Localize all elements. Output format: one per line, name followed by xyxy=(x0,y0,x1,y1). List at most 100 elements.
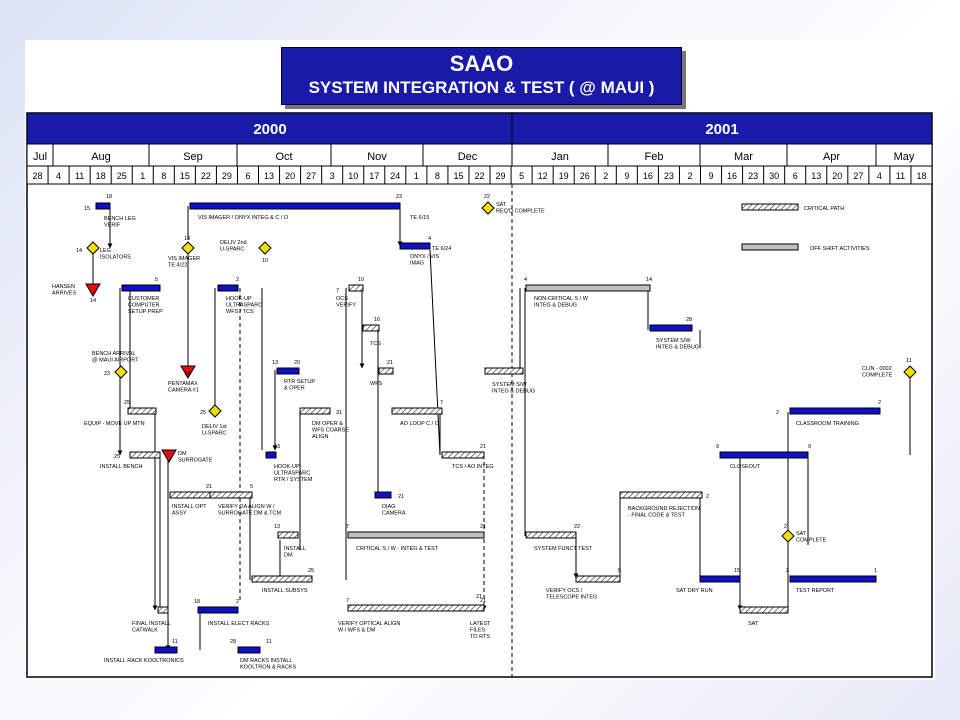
week-label: 13 xyxy=(264,171,274,181)
bar-install-subsys xyxy=(251,575,313,583)
svg-text:4: 4 xyxy=(428,236,431,242)
svg-text:22: 22 xyxy=(484,194,490,200)
svg-text:7: 7 xyxy=(336,288,339,294)
svg-text:21: 21 xyxy=(206,484,212,490)
svg-text:11: 11 xyxy=(266,639,272,645)
week-label: 13 xyxy=(811,171,821,181)
svg-text:11: 11 xyxy=(906,358,912,364)
week-label: 23 xyxy=(748,171,758,181)
svg-text:25: 25 xyxy=(114,454,120,460)
title-banner: SAAO SYSTEM INTEGRATION & TEST ( @ MAUI … xyxy=(281,47,682,105)
svg-text:23: 23 xyxy=(396,194,402,200)
bar-onyx-vis xyxy=(399,242,431,250)
bar-hook-up-rtr xyxy=(265,451,277,459)
title-sub: SYSTEM INTEGRATION & TEST ( @ MAUI ) xyxy=(308,78,655,97)
svg-text:20: 20 xyxy=(294,360,300,366)
week-label: 29 xyxy=(496,171,506,181)
milestone-bench-arrival xyxy=(114,365,128,379)
milestone-sat-rev xyxy=(481,201,495,215)
week-label: 27 xyxy=(853,171,863,181)
month-label-apr: Apr xyxy=(823,151,840,163)
svg-text:21: 21 xyxy=(398,494,404,500)
svg-text:2: 2 xyxy=(236,277,239,283)
svg-text:25: 25 xyxy=(308,568,314,574)
svg-text:2: 2 xyxy=(784,524,787,530)
label-wfs: WFS xyxy=(370,381,383,387)
week-label: 3 xyxy=(330,171,335,181)
bar-system-sw xyxy=(484,367,524,375)
bar-equip-move xyxy=(127,407,157,415)
svg-text:21: 21 xyxy=(476,594,482,600)
svg-text:25: 25 xyxy=(200,410,206,416)
note-vis-imager: TE 6/15 xyxy=(410,215,429,221)
label-background: BACKGROUND REJECTION- FINAL CODE & TEST xyxy=(628,506,700,519)
label-install-rack: INSTALL RACK KOOLTRONICS xyxy=(104,658,184,664)
week-label: 1 xyxy=(414,171,419,181)
bar-diag-camera xyxy=(374,491,392,499)
svg-text:14: 14 xyxy=(184,371,190,377)
month-label-jul: Jul xyxy=(33,151,47,163)
svg-text:4: 4 xyxy=(524,277,527,283)
svg-text:14: 14 xyxy=(184,236,190,242)
svg-text:2: 2 xyxy=(878,400,881,406)
svg-text:22: 22 xyxy=(574,524,580,530)
week-label: 22 xyxy=(201,171,211,181)
bar-critical-sw xyxy=(347,531,485,539)
label-install-bench: INSTALL BENCH xyxy=(100,464,143,470)
svg-text:18: 18 xyxy=(194,599,200,605)
bar-ao-loop xyxy=(391,407,443,415)
bar-rtr-setup xyxy=(276,367,300,375)
bar-verify-ocs xyxy=(575,575,621,583)
bar-closeout xyxy=(719,451,809,459)
bar-bench-leg xyxy=(95,202,111,210)
svg-text:10: 10 xyxy=(262,258,268,264)
week-label: 12 xyxy=(538,171,548,181)
label-sat-dry: SAT DRY RUN xyxy=(676,588,713,594)
month-label-may: May xyxy=(894,151,915,163)
month-label-feb: Feb xyxy=(645,151,664,163)
month-label-jan: Jan xyxy=(551,151,569,163)
week-label: 11 xyxy=(75,171,84,181)
label-critical-sw: CRITICAL S / W - INTEG & TEST xyxy=(356,546,439,552)
label-bench-arrival: BENCH ARRIVAL@ MAUI AIRPORT xyxy=(92,351,139,364)
week-label: 25 xyxy=(117,171,127,181)
month-label-aug: Aug xyxy=(91,151,111,163)
task-bars xyxy=(95,202,881,654)
milestones xyxy=(85,201,917,543)
svg-text:7: 7 xyxy=(440,400,443,406)
week-row xyxy=(26,165,933,185)
week-label: 1 xyxy=(140,171,145,181)
month-row xyxy=(26,143,933,167)
note-onyx-vis: TE 6/24 xyxy=(432,246,451,252)
svg-text:10: 10 xyxy=(358,277,364,283)
week-label: 18 xyxy=(916,171,926,181)
svg-text:5: 5 xyxy=(250,484,253,490)
svg-text:2: 2 xyxy=(706,494,709,500)
bar-tcs xyxy=(362,324,380,332)
label-ao-loop: AO LOOP C / O xyxy=(400,421,440,427)
svg-text:21: 21 xyxy=(480,444,486,450)
week-label: 20 xyxy=(832,171,842,181)
svg-text:15: 15 xyxy=(734,568,740,574)
svg-text:23: 23 xyxy=(104,371,110,377)
year-label-2001: 2001 xyxy=(705,121,738,138)
label-tcs-ao-integ: TCS / AO INTEG xyxy=(452,464,494,470)
label-install-subsys: INSTALL SUBSYS xyxy=(262,588,308,594)
week-label: 19 xyxy=(559,171,569,181)
milestone-hansen xyxy=(85,283,101,297)
svg-text:31: 31 xyxy=(336,410,342,416)
bar-non-critical-sw xyxy=(525,284,651,292)
bar-classroom xyxy=(789,407,881,415)
week-label: 9 xyxy=(709,171,714,181)
legend-offshift-label: OFF SHIFT ACTIVITIES xyxy=(810,246,870,252)
svg-text:7: 7 xyxy=(346,524,349,530)
